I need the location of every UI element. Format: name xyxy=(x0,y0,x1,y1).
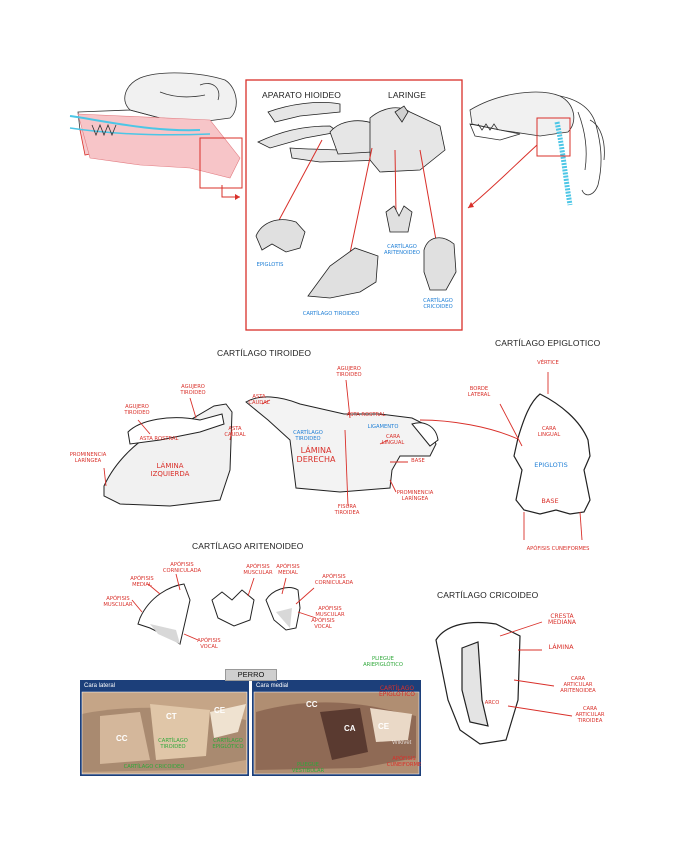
overview-pieces xyxy=(256,206,456,298)
title-cartilago-aritenoideo: CARTÍLAGO ARITENOIDEO xyxy=(192,541,304,551)
label-cara-articular-aritenoidea: CARA ARTICULAR ARITENOIDEA xyxy=(556,676,600,694)
photo-panel xyxy=(80,680,421,776)
photo-right-red-cuneiforme: APÓFISIS CUNEIFORME xyxy=(384,756,424,768)
label-arco: ARCO xyxy=(482,700,502,706)
title-cartilago-tiroideo: CARTÍLAGO TIROIDEO xyxy=(217,348,311,358)
label-lamina-izquierda: LÁMINA IZQUIERDA xyxy=(140,462,200,478)
piece-aritenoideo xyxy=(386,206,412,232)
photo-right-red-epiglotico: CARTÍLAGO EPIGLÓTICO xyxy=(376,686,418,698)
tiroideo-left-lamina xyxy=(104,404,232,506)
label-asta-rostral-right: ASTA ROSTRAL xyxy=(344,412,388,418)
label-base-epiglotis: BASE xyxy=(538,498,562,504)
label-cartilago-tiroideo: CARTÍLAGO TIROIDEO xyxy=(296,311,366,317)
photo-right-green-vestibular: PLIEGUE VESTIBULAR xyxy=(288,762,328,774)
title-aparato-hioideo: APARATO HIOIDEO xyxy=(262,90,341,100)
label-cresta-mediana: CRESTA MEDIANA xyxy=(542,614,582,626)
dog-skull-left xyxy=(70,73,240,178)
label-cartilago-cricoideo: CARTÍLAGO CRICOIDEO xyxy=(418,298,458,310)
photo-right-cc: CC xyxy=(306,700,318,709)
label-apofisis-muscular-2: APÓFISIS MUSCULAR xyxy=(240,564,276,576)
label-cara-lingual-tiroideo: CARA LINGUAL xyxy=(380,434,406,446)
piece-cricoideo xyxy=(424,238,456,290)
photo-tag-perro: PERRO xyxy=(225,669,277,681)
label-cartilago-aritenoideo: CARTÍLAGO ARITENOIDEO xyxy=(380,244,424,256)
tiroideo-right-lamina xyxy=(246,397,438,492)
title-cartilago-cricoideo: CARTÍLAGO CRICOIDEO xyxy=(437,590,538,600)
label-prominencia-laringea-right: PROMINENCIA LARÍNGEA xyxy=(392,490,438,502)
photo-right-green-ariepiglotico: PLIEGUE ARIEPIGLÓTICO xyxy=(358,656,408,668)
photo-right-ce: CE xyxy=(378,722,389,731)
label-cartilago-tiroideo-detail: CARTÍLAGO TIROIDEO xyxy=(288,430,328,442)
label-borde-lateral: BORDE LATERAL xyxy=(462,386,496,398)
label-agujero-tiroideo-3: AGUJERO TIROIDEO xyxy=(332,366,366,378)
piece-tiroideo xyxy=(308,248,378,298)
label-base-tiroideo: BASE xyxy=(408,458,428,464)
label-prominencia-laringea-left: PROMINENCIA LARÍNGEA xyxy=(64,452,112,464)
label-apofisis-vocal-1: APÓFISIS VOCAL xyxy=(308,618,338,630)
photo-left-title: Cara lateral xyxy=(84,683,115,689)
title-laringe: LARINGE xyxy=(388,90,426,100)
label-asta-caudal-mid: ASTA CAUDAL xyxy=(246,394,272,406)
photo-left-green-tiroideo: CARTÍLAGO TIROIDEO xyxy=(156,738,190,750)
photo-left-ce: CE xyxy=(214,706,225,715)
photo-left-green-epiglotico: CARTÍLAGO EPIGLÓTICO xyxy=(208,738,248,750)
label-apofisis-corniculada-1: APÓFISIS CORNICULADA xyxy=(162,562,202,574)
label-apofisis-muscular-3: APÓFISIS MUSCULAR xyxy=(312,606,348,618)
label-cara-articular-tiroidea: CARA ARTICULAR TIROIDEA xyxy=(572,706,608,724)
cricoideo-drawing xyxy=(436,623,520,744)
label-epiglotis: EPIGLOTIS xyxy=(250,262,290,268)
photo-left-cc: CC xyxy=(116,734,128,743)
label-apofisis-corniculada-2: APÓFISIS CORNICULADA xyxy=(312,574,356,586)
label-ligamento: LIGAMENTO xyxy=(366,424,400,430)
photo-left-ct: CT xyxy=(166,712,177,721)
label-apofisis-vocal-2: APÓFISIS VOCAL xyxy=(194,638,224,650)
label-apofisis-medial-1: APÓFISIS MEDIAL xyxy=(126,576,158,588)
label-fisura-tiroidea: FISURA TIROIDEA xyxy=(332,504,362,516)
label-agujero-tiroideo-2: AGUJERO TIROIDEO xyxy=(176,384,210,396)
label-lamina-cricoideo: LÁMINA xyxy=(544,644,578,650)
label-apofisis-medial-2: APÓFISIS MEDIAL xyxy=(272,564,304,576)
photo-left-green-cricoideo: CARTÍLAGO CRICOIDEO xyxy=(114,764,194,770)
label-lamina-derecha: LÁMINA DERECHA xyxy=(288,446,344,464)
hyoid-larynx-drawing xyxy=(258,102,445,172)
photo-right-title: Cara medial xyxy=(256,683,288,689)
label-asta-caudal-left: ASTA CAUDAL xyxy=(222,426,248,438)
label-asta-rostral-left: ASTA ROSTRAL xyxy=(134,436,184,442)
photo-watermark: Wikivet xyxy=(392,740,411,746)
title-cartilago-epiglotico: CARTÍLAGO EPIGLOTICO xyxy=(495,338,600,348)
label-cara-lingual-epiglotis: CARA LINGUAL xyxy=(534,426,564,438)
label-apofisis-muscular-1: APÓFISIS MUSCULAR xyxy=(100,596,136,608)
label-apofisis-cuneiformes: APÓFISIS CUNEIFORMES xyxy=(516,546,600,552)
photo-right-ca: CA xyxy=(344,724,356,733)
label-epiglotis-detail: EPIGLOTIS xyxy=(528,462,574,468)
label-agujero-tiroideo-1: AGUJERO TIROIDEO xyxy=(120,404,154,416)
label-vertice: VÉRTICE xyxy=(532,360,564,366)
connector-left xyxy=(222,185,240,197)
epiglotis-drawing xyxy=(514,394,590,514)
piece-epiglotis xyxy=(256,220,305,252)
